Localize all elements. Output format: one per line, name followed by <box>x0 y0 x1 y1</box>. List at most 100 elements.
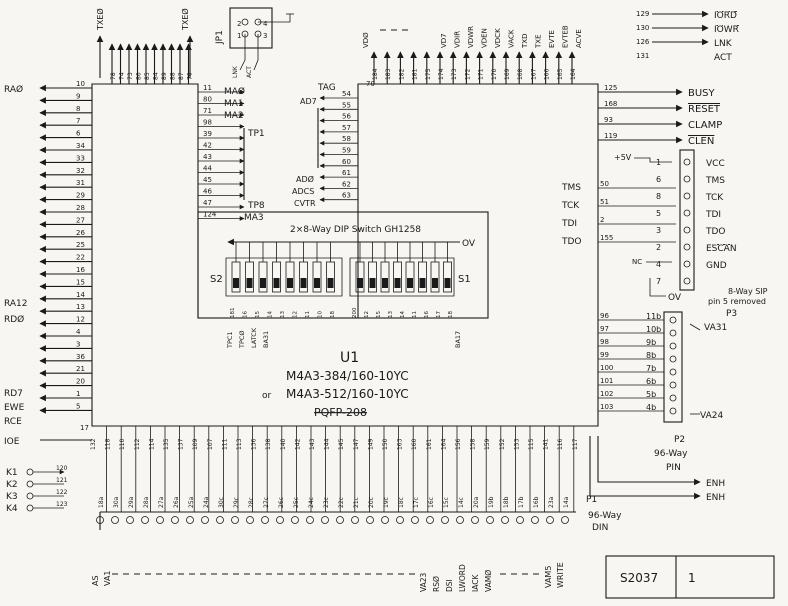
switch-lever <box>260 278 266 288</box>
switch-lever <box>300 278 307 288</box>
p1-pin-hole <box>396 516 404 524</box>
top-right-pin-number: 165 <box>557 68 564 80</box>
switch-under-number: 16 <box>424 311 430 318</box>
left-pin-number: 9 <box>76 92 80 100</box>
chip-line2: M4A3-512/160-10YC <box>286 387 409 401</box>
inner-right-pin-number: 63 <box>342 192 351 200</box>
inner-sig-ma2: MA2 <box>224 111 244 121</box>
switch-bottom-signal: TPCØ <box>238 330 246 349</box>
p1-pin-hole <box>501 516 509 524</box>
chip-line1: M4A3-384/160-10YC <box>286 369 409 383</box>
p2-pin-hole <box>669 394 677 402</box>
p1-pin-label: 19c <box>383 497 390 508</box>
switch-lever <box>419 278 426 288</box>
p1-pin-label: 21c <box>353 497 360 508</box>
p1-pin-hole <box>231 516 239 524</box>
bottom-pin-number: 137 <box>178 438 185 450</box>
p1-pin-label: 26c <box>278 497 285 508</box>
top-right-pin-number: 181 <box>412 68 419 80</box>
top-right-signal: VDIR <box>454 31 462 48</box>
status-pin-number: 129 <box>636 10 649 18</box>
status-signal: ACT <box>714 53 732 63</box>
p1-pin-label: 25a <box>188 496 195 508</box>
switch-lever <box>394 278 401 288</box>
jp1-wire-lnk: LNK <box>232 65 239 78</box>
p1-pin-label: 26a <box>173 496 180 508</box>
p3-pin-number: 6 <box>656 175 661 184</box>
p2-pin-label: 8b <box>646 351 656 360</box>
p1-pin-hole <box>531 516 539 524</box>
top-right-pin-number: 171 <box>478 68 485 80</box>
bottom-pin-number: 114 <box>148 438 155 450</box>
bottom-pin-number: 156 <box>455 438 462 450</box>
top-right-signal: TXE <box>535 35 543 50</box>
top-left-pin-number: 88 <box>170 72 177 80</box>
p1-pin-label: 28c <box>248 497 255 508</box>
p1-pin-label: 16c <box>428 497 435 508</box>
bottom-pin-number: 150 <box>382 438 389 450</box>
inner-right-pin-number: 62 <box>342 180 351 188</box>
top-left-pin-number: 84 <box>153 72 160 80</box>
txe-label-left: TXEØ <box>95 8 105 31</box>
inner-left-pin-number: 45 <box>203 176 212 184</box>
bottom-pin-number: 111 <box>221 438 228 450</box>
status-pin-number: 130 <box>636 24 649 32</box>
p3-supply: +5V <box>614 153 632 162</box>
bottom-pin-number: 141 <box>543 438 550 450</box>
inner-left-pin-number: 42 <box>203 142 212 150</box>
p3-left-number: 2 <box>600 216 604 224</box>
p1-pin-label: 18a <box>98 496 105 508</box>
k-key-number: 123 <box>56 501 68 508</box>
bottom-label-middle: VA23 <box>419 572 428 592</box>
p1-pin-hole <box>291 516 299 524</box>
chip-label: U1 M4A3-384/160-10YC or M4A3-512/160-10Y… <box>262 350 409 419</box>
switch-lever <box>233 278 239 288</box>
p2-pin-label: 6b <box>646 377 656 386</box>
bottom-label-middle: IACK <box>471 574 480 592</box>
bottom-pin-number: 116 <box>557 438 564 450</box>
p1-pin-label: 18c <box>398 497 405 508</box>
p1-pin-label: 19b <box>488 496 495 508</box>
switch-under-number: 15 <box>376 311 382 318</box>
k-key-number: 121 <box>56 477 68 484</box>
right-signal: BUSY <box>688 88 716 99</box>
k-key-terminal <box>26 480 34 488</box>
k-key-label: K4 <box>6 504 18 514</box>
p2-pin-label: 10b <box>646 325 661 334</box>
bottom-pin-number: 158 <box>470 438 477 450</box>
switch-under-number: 13 <box>388 311 394 318</box>
bottom-pin-number: 153 <box>513 438 520 450</box>
left-pin-number: 27 <box>76 216 85 224</box>
bottom-pin-number: 115 <box>528 438 535 450</box>
bottom-pin-number: 136 <box>251 438 258 450</box>
bottom-pin-number: 140 <box>280 438 287 450</box>
switch-under-number: 16 <box>243 311 249 318</box>
jp1-pin-3: 3 <box>263 32 267 40</box>
top-right-pin-number: 173 <box>451 68 458 80</box>
p2-left-number: 98 <box>600 338 609 346</box>
inner-right-pin-number: 57 <box>342 124 351 132</box>
switch-under-number: 17 <box>436 311 442 318</box>
p1-pin-hole <box>306 516 314 524</box>
status-pin-number: 126 <box>636 38 650 46</box>
p3-desc-3: P3 <box>726 309 737 319</box>
p3-pin-hole <box>683 226 691 234</box>
right-pin-number: 93 <box>604 116 613 124</box>
p1-pin-hole <box>441 516 449 524</box>
bottom-pin-number: 142 <box>294 438 301 450</box>
bottom-label-middle: VAMØ <box>484 570 493 592</box>
inner-left-pin-number: 98 <box>203 119 212 127</box>
top-right-pin-number: 172 <box>464 68 471 80</box>
bottom-label-vam5: VAM5 <box>544 566 553 588</box>
k-key-terminal <box>26 468 34 476</box>
left-pin-number: 16 <box>76 266 85 274</box>
inner-right-pin-number: 54 <box>342 90 351 98</box>
inner-left-pin-number: 71 <box>203 107 212 115</box>
k-key-number: 120 <box>56 465 68 472</box>
chip-line2-prefix: or <box>262 391 272 401</box>
title-block: S2037 1 <box>605 555 775 599</box>
p1-pin-label: 27c <box>263 497 270 508</box>
